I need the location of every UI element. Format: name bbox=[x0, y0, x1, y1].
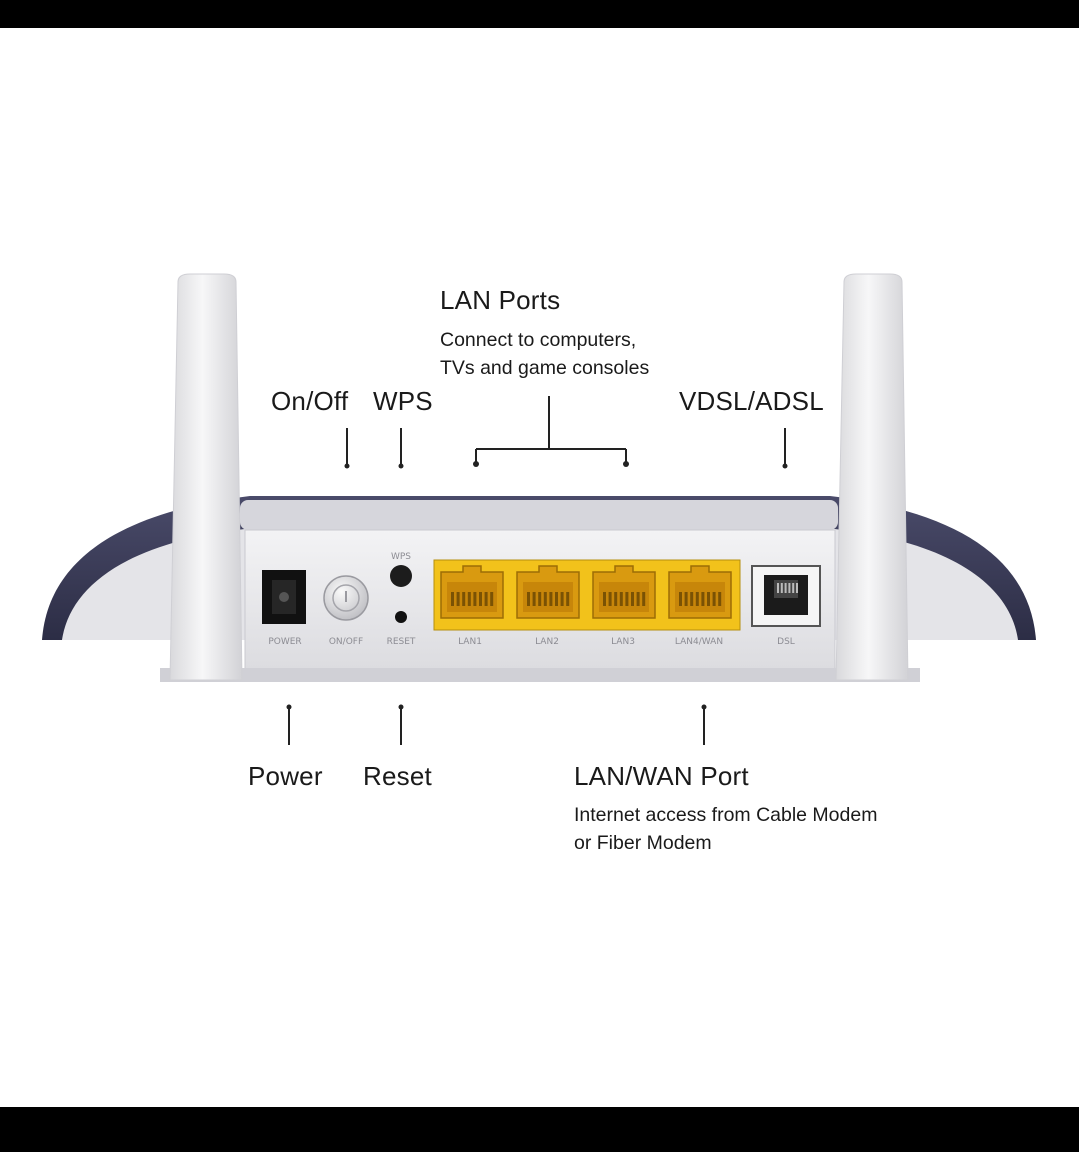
callout-pointers bbox=[286, 396, 788, 745]
bottom-black-bar bbox=[0, 1107, 1079, 1152]
lan-port-block bbox=[433, 559, 741, 631]
panel-label-wps: WPS bbox=[391, 552, 411, 562]
on-off-button bbox=[323, 575, 369, 621]
wps-title: WPS bbox=[373, 386, 433, 416]
lan-wan-desc-line1: Internet access from Cable Modem bbox=[574, 804, 878, 826]
lan3-port bbox=[592, 565, 656, 619]
lan-wan-desc-line2: or Fiber Modem bbox=[574, 832, 712, 854]
on-off-title: On/Off bbox=[271, 386, 349, 416]
lan-ports-desc-line2: TVs and game consoles bbox=[440, 357, 650, 379]
lan1-port bbox=[440, 565, 504, 619]
panel-label-lan2: LAN2 bbox=[535, 637, 559, 647]
left-antenna bbox=[169, 273, 243, 681]
power-jack bbox=[262, 570, 306, 624]
panel-label-reset: RESET bbox=[387, 637, 416, 647]
reset-hole bbox=[395, 611, 407, 623]
lan-wan-title: LAN/WAN Port bbox=[574, 761, 749, 791]
panel-label-lan4-wan: LAN4/WAN bbox=[675, 637, 723, 647]
vdsl-adsl-title: VDSL/ADSL bbox=[679, 386, 824, 416]
lan-ports-desc-line1: Connect to computers, bbox=[440, 329, 637, 351]
wps-button bbox=[390, 565, 412, 587]
lan2-port bbox=[516, 565, 580, 619]
reset-title: Reset bbox=[363, 761, 432, 791]
power-title: Power bbox=[248, 761, 323, 791]
panel-label-on-off: ON/OFF bbox=[329, 637, 363, 647]
panel-label-lan3: LAN3 bbox=[611, 637, 635, 647]
panel-label-dsl: DSL bbox=[777, 637, 795, 647]
lan4-wan-port bbox=[668, 565, 732, 619]
top-black-bar bbox=[0, 0, 1079, 28]
panel-label-power: POWER bbox=[268, 637, 301, 647]
dsl-port bbox=[751, 565, 821, 627]
lan-ports-title: LAN Ports bbox=[440, 285, 561, 315]
right-antenna bbox=[835, 273, 909, 681]
panel-label-lan1: LAN1 bbox=[458, 637, 482, 647]
